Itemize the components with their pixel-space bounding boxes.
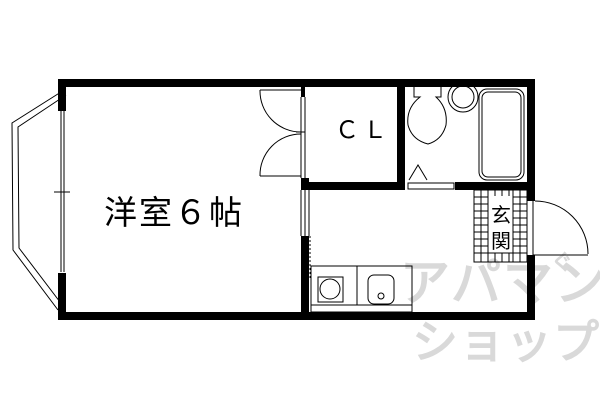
entrance-label-bottom: 関 <box>491 229 511 253</box>
western-room-label: 洋室６帖 <box>104 193 244 232</box>
bay-window <box>11 91 70 311</box>
entrance-tiles <box>473 189 528 263</box>
watermark-line1: アパマン <box>400 254 600 312</box>
bathtub-icon <box>478 88 525 181</box>
watermark: アパマン ぐ ショップ <box>400 251 600 369</box>
watermark-line2: ショップ <box>412 315 600 369</box>
walls <box>58 79 535 320</box>
stove-icon <box>317 276 344 303</box>
entrance-door[interactable] <box>532 200 589 256</box>
washbasin-icon <box>447 81 479 113</box>
bathroom-door[interactable] <box>407 182 455 190</box>
partition-lines <box>300 97 311 280</box>
bathroom-fixtures <box>407 81 525 181</box>
watermark-small: ぐ <box>551 251 573 276</box>
toilet-icon <box>407 87 447 145</box>
sink-icon <box>367 274 395 305</box>
closet-label: ＣＬ <box>335 116 391 144</box>
closet-double-door[interactable] <box>259 89 305 177</box>
drain-icon <box>408 164 428 181</box>
kitchen-counter <box>310 265 413 313</box>
entrance-label-top: 玄 <box>491 203 511 227</box>
